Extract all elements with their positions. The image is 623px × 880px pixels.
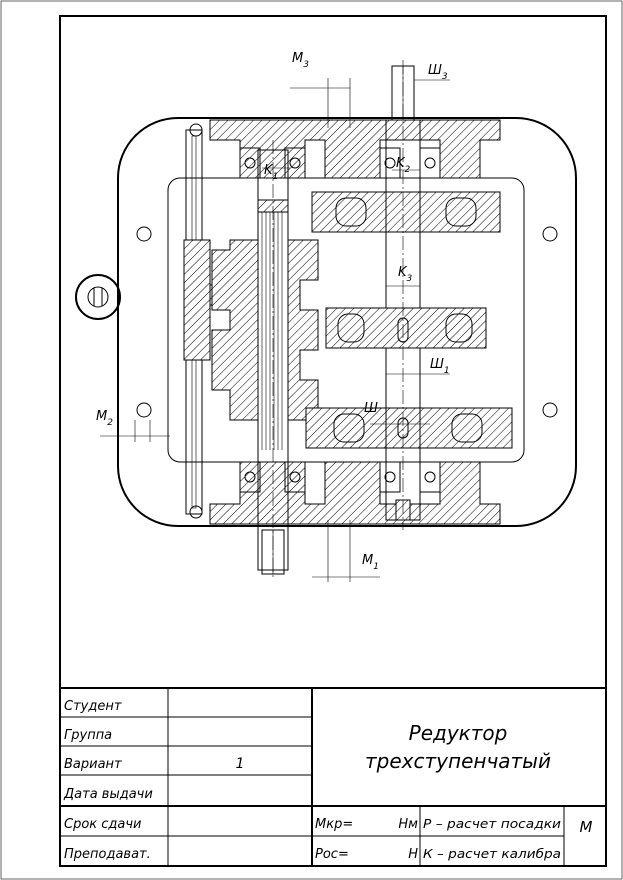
bottom-housing-section	[209, 461, 501, 525]
side-cover-flange	[183, 239, 211, 361]
gear-bottom	[305, 407, 513, 449]
pos-label: Рос=	[315, 847, 349, 862]
mkr-label: Мкр=	[315, 817, 353, 832]
row-label-group: Группа	[64, 728, 112, 743]
row-label-teacher: Преподават.	[64, 847, 151, 862]
drawing-title-line2: трехступенчатый	[365, 749, 551, 773]
k-calc-label: К – расчет калибра	[423, 846, 561, 861]
label-sh3: Ш3	[428, 63, 448, 82]
label-m3: M3	[292, 51, 309, 70]
scale-label: М	[580, 818, 593, 836]
housing-outer	[117, 117, 577, 527]
row-value-variant: 1	[236, 756, 245, 772]
mkr-unit: Нм	[398, 817, 418, 832]
label-sh1: Ш1	[430, 357, 450, 376]
left-gear-block-right	[287, 239, 319, 421]
label-k3: K3	[398, 265, 413, 284]
gear-top	[311, 191, 501, 233]
label-m1: M1	[362, 553, 379, 572]
pos-unit: Н	[408, 847, 418, 862]
label-sh: Ш	[364, 401, 378, 416]
label-k2: K2	[396, 156, 411, 175]
label-m2: M2	[96, 409, 113, 428]
title-block: Студент Группа Вариант Дата выдачи Срок …	[59, 687, 607, 867]
row-label-due-date: Срок сдачи	[64, 817, 142, 832]
label-k1: K1	[264, 163, 278, 182]
gear-middle	[325, 307, 487, 349]
left-gear-block	[211, 239, 259, 421]
p-calc-label: Р – расчет посадки	[423, 816, 561, 831]
top-housing-section	[209, 119, 501, 179]
gearbox-drawing: M3 Ш3 K1 K2 K3 Ш1 Ш M2 M1	[75, 51, 577, 582]
drawing-title-line1: Редуктор	[409, 721, 508, 745]
callout-lines	[100, 78, 450, 582]
oil-plug-inner	[87, 286, 109, 308]
oil-plug-outer	[75, 274, 121, 320]
bearings	[239, 147, 441, 493]
row-label-student: Студент	[64, 699, 122, 714]
row-label-issue-date: Дата выдачи	[63, 787, 153, 802]
row-label-variant: Вариант	[64, 757, 122, 772]
